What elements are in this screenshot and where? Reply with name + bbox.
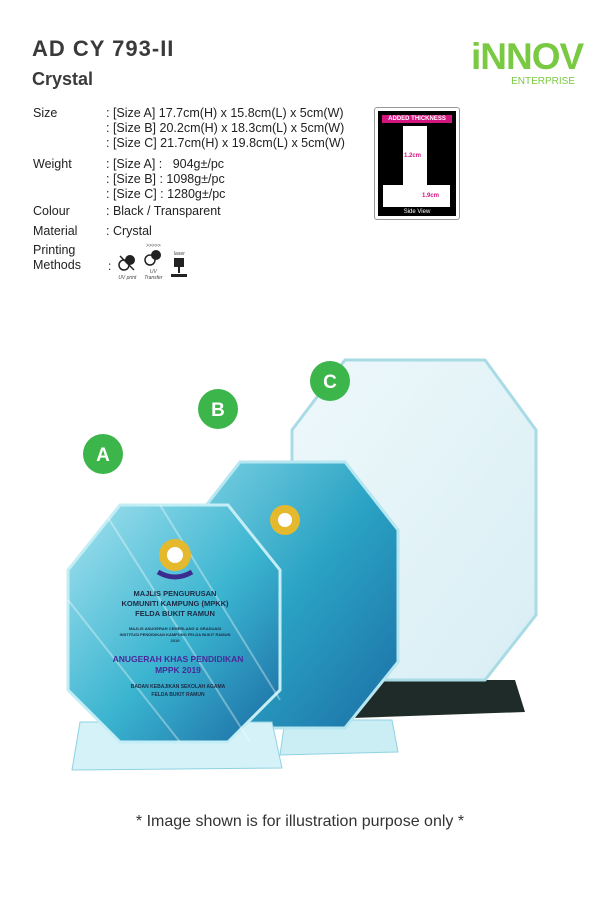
thickness-width: 1.2cm bbox=[404, 153, 422, 159]
trophy-illustration: MAJLIS PENGURUSAN KOMUNITI KAMPUNG (MPKK… bbox=[66, 358, 538, 771]
plaque-org-3: FELDA BUKIT RAMUN bbox=[135, 609, 215, 618]
spec-table: Size : [Size A] 17.7cm(H) x 15.8cm(L) x … bbox=[33, 106, 345, 281]
trophy-a-crystal bbox=[66, 503, 282, 744]
size-label: Size bbox=[33, 106, 58, 120]
brand-name: iNNOV bbox=[471, 36, 584, 77]
methods-label: Methods bbox=[33, 258, 81, 272]
product-code: AD CY 793-II bbox=[32, 36, 175, 61]
weight-a: : [Size A] : 904g±/pc bbox=[106, 157, 225, 171]
uv-transfer-arrows: >>>>> bbox=[146, 243, 161, 249]
plaque-award-1: ANUGERAH KHAS PENDIDIKAN bbox=[113, 654, 244, 664]
size-b: : [Size B] 20.2cm(H) x 18.3cm(L) x 5cm(W… bbox=[106, 121, 345, 135]
product-category: Crystal bbox=[32, 69, 94, 89]
plaque-award-2: MPPK 2019 bbox=[155, 665, 201, 675]
plaque-by-1: BADAN KEBAJIKAN SEKOLAH AGAMA bbox=[131, 684, 226, 690]
uv-transfer-label: UV Transfer bbox=[144, 269, 163, 281]
svg-text:B: B bbox=[211, 400, 225, 421]
uv-transfer-icon: >>>>> UV Transfer bbox=[143, 243, 163, 281]
plaque-org-1: MAJLIS PENGURUSAN bbox=[134, 589, 217, 598]
thickness-title: ADDED THICKNESS bbox=[382, 115, 452, 123]
trophy-c-base bbox=[352, 680, 525, 718]
svg-text:C: C bbox=[323, 372, 337, 393]
plaque-event-3: 2019 bbox=[171, 638, 181, 643]
size-a: : [Size A] 17.7cm(H) x 15.8cm(L) x 5cm(W… bbox=[106, 106, 344, 120]
added-thickness-diagram: ADDED THICKNESS 1.2cm 1.9cm Side View bbox=[374, 107, 460, 220]
brand-tagline: ENTERPRISE bbox=[511, 76, 575, 87]
side-view-caption: Side View bbox=[403, 209, 431, 215]
printing-label: Printing bbox=[33, 243, 76, 257]
svg-text:A: A bbox=[96, 445, 110, 466]
brand-logo: iNNOV ENTERPRISE bbox=[471, 36, 584, 92]
laser-label: laser bbox=[173, 251, 185, 257]
crest-icon bbox=[156, 539, 194, 580]
thickness-base: 1.9cm bbox=[422, 193, 440, 199]
material-value: : Crystal bbox=[106, 224, 152, 238]
weight-b: : [Size B] : 1098g±/pc bbox=[106, 172, 225, 186]
weight-label: Weight bbox=[33, 157, 72, 171]
size-b-badge: B bbox=[198, 389, 238, 429]
plaque-event-2: INSTITUSI PENDIDIKAN KAMPUNG FELDA BUKIT… bbox=[120, 632, 231, 637]
plaque-by-2: FELDA BUKIT RAMUN bbox=[151, 692, 205, 698]
material-label: Material bbox=[33, 224, 78, 238]
crest-icon-b bbox=[270, 505, 300, 535]
colon: : bbox=[108, 259, 112, 273]
size-c: : [Size C] 21.7cm(H) x 19.8cm(L) x 5cm(W… bbox=[106, 136, 345, 150]
size-a-badge: A bbox=[83, 434, 123, 474]
uv-print-icon: UV print bbox=[117, 253, 137, 281]
size-c-badge: C bbox=[310, 361, 350, 401]
colour-label: Colour bbox=[33, 204, 70, 218]
laser-icon: laser bbox=[169, 251, 189, 281]
uv-print-label: UV print bbox=[118, 275, 137, 281]
weight-c: : [Size C] : 1280g±/pc bbox=[106, 187, 226, 201]
colour-value: : Black / Transparent bbox=[106, 204, 221, 218]
plaque-event-1: MAJLIS ANUGERAH CEMERLANG & GRADUASI bbox=[129, 626, 221, 631]
plaque-org-2: KOMUNITI KAMPUNG (MPKK) bbox=[121, 599, 229, 608]
disclaimer: * Image shown is for illustration purpos… bbox=[135, 813, 465, 830]
